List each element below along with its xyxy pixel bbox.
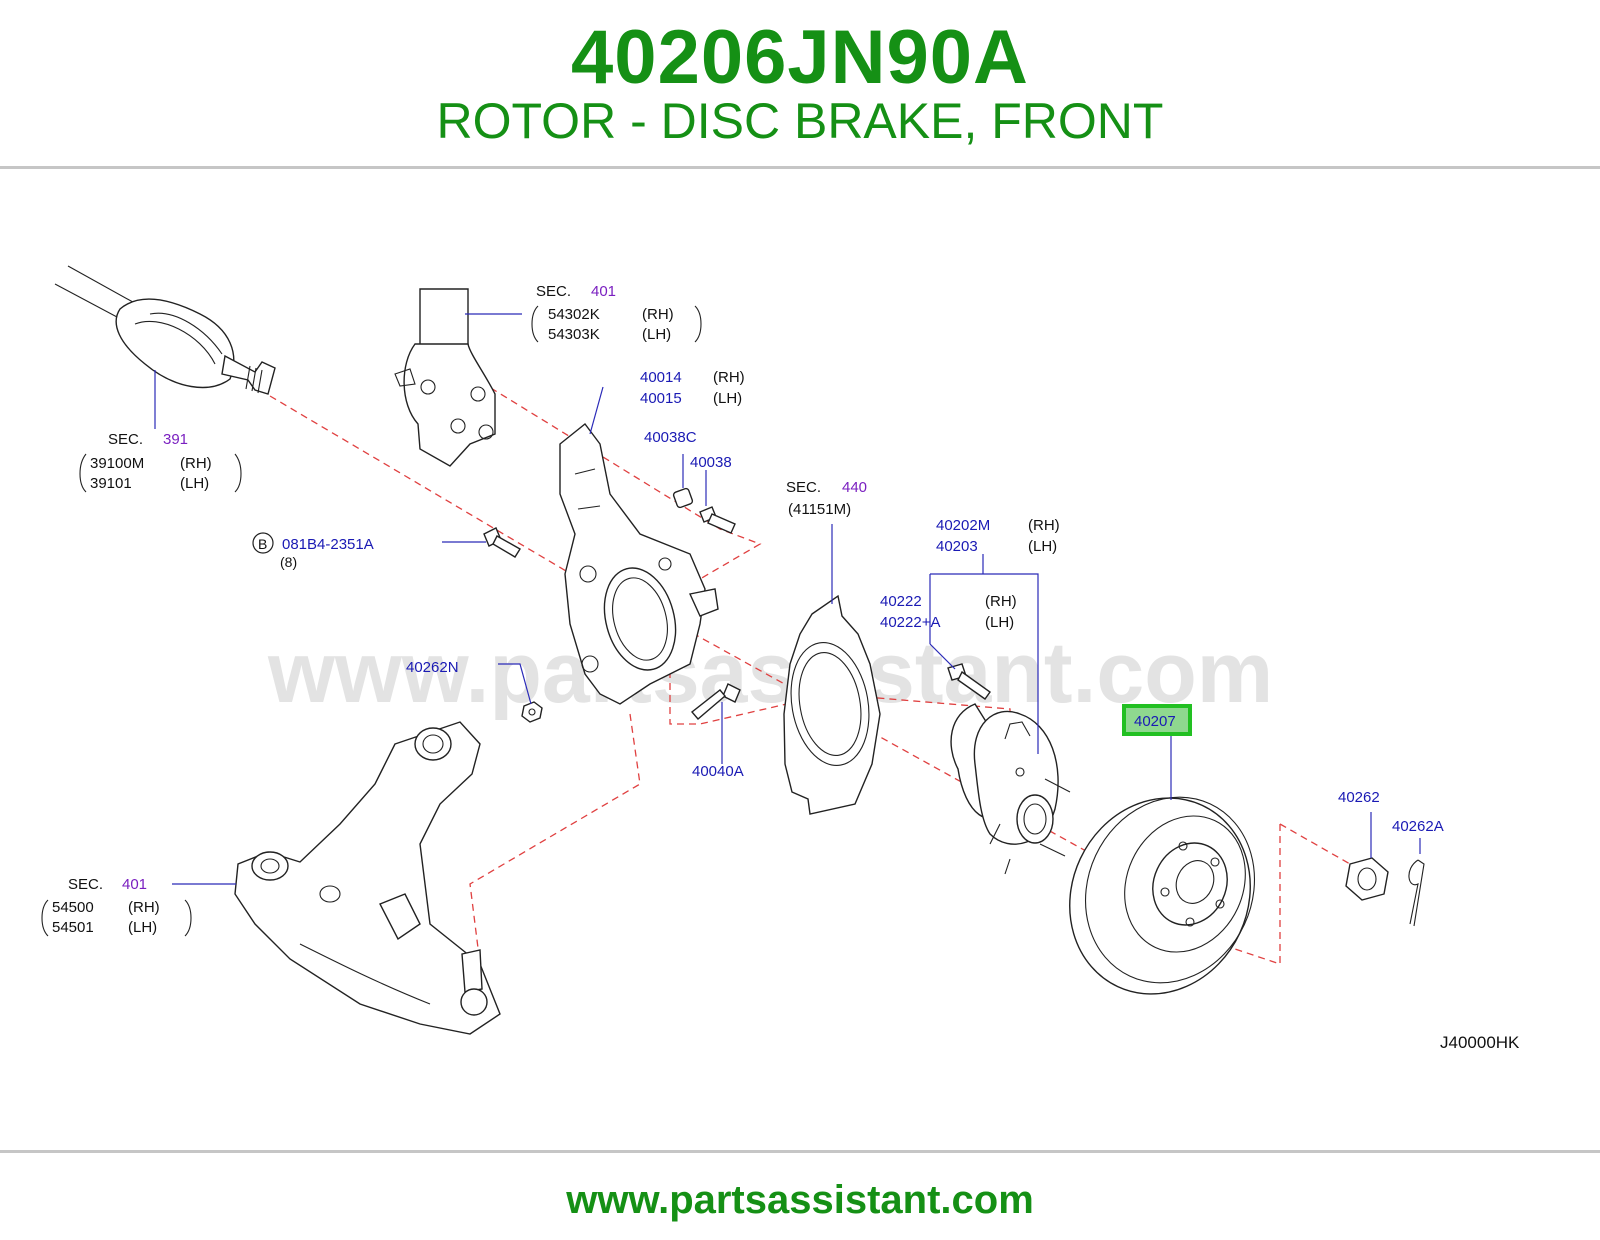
- back-plate: [783, 594, 881, 815]
- leader-lines: [154, 313, 1421, 885]
- header-divider: [0, 166, 1600, 169]
- svg-text:40014: 40014: [640, 369, 682, 386]
- svg-text:(RH): (RH): [985, 593, 1017, 610]
- svg-text:54303K: 54303K: [548, 326, 600, 343]
- svg-text:(LH): (LH): [128, 919, 157, 936]
- svg-text:(RH): (RH): [1028, 517, 1060, 534]
- svg-text:40203: 40203: [936, 538, 978, 555]
- label-small-bolt: 40038: [690, 454, 732, 471]
- svg-text:(8): (8): [280, 554, 297, 570]
- footer-link[interactable]: www.partsassistant.com: [566, 1178, 1034, 1222]
- parts-diagram: www.partsassistant.com: [41, 265, 1520, 1052]
- svg-text:(LH): (LH): [642, 326, 671, 343]
- svg-text:(RH): (RH): [713, 369, 745, 386]
- bolt-a-part: [690, 683, 741, 720]
- bolt-b-part: [483, 527, 521, 558]
- label-bolt-a: 40040A: [692, 763, 744, 780]
- svg-text:(RH): (RH): [180, 455, 212, 472]
- part-description: ROTOR - DISC BRAKE, FRONT: [436, 93, 1164, 149]
- footer-divider: [0, 1150, 1600, 1153]
- steering-knuckle: [559, 423, 719, 705]
- brake-rotor: [1069, 796, 1256, 995]
- label-control-arm: SEC. 401 54500 (RH) 54501 (LH): [41, 876, 192, 937]
- watermark: www.partsassistant.com: [267, 625, 1273, 721]
- bushing-part: [672, 487, 694, 509]
- diagram-code: J40000HK: [1440, 1033, 1520, 1052]
- svg-text:40222: 40222: [880, 593, 922, 610]
- svg-text:SEC.: SEC.: [536, 283, 571, 300]
- svg-text:40015: 40015: [640, 390, 682, 407]
- svg-text:401: 401: [591, 283, 616, 300]
- svg-text:39100M: 39100M: [90, 455, 144, 472]
- svg-text:081B4-2351A: 081B4-2351A: [282, 536, 374, 553]
- svg-text:(41151M): (41151M): [788, 501, 851, 518]
- label-strut: SEC. 401 54302K (RH) 54303K (LH): [531, 283, 702, 343]
- label-hub: 40202M (RH) 40203 (LH): [936, 517, 1060, 555]
- hub-assembly: [950, 703, 1071, 875]
- label-lock-nut: 40262: [1338, 789, 1380, 806]
- svg-text:(LH): (LH): [713, 390, 742, 407]
- svg-text:SEC.: SEC.: [68, 876, 103, 893]
- cotter-pin-part: [1408, 859, 1425, 927]
- label-driveshaft: SEC. 391 39100M (RH) 39101 (LH): [79, 431, 242, 493]
- svg-text:B: B: [258, 536, 267, 552]
- label-hub-bolt: 40222 (RH) 40222+A (LH): [880, 593, 1017, 631]
- svg-text:40202M: 40202M: [936, 517, 990, 534]
- label-cotter-pin: 40262A: [1392, 818, 1444, 835]
- label-bolt-b: B 081B4-2351A (8): [252, 532, 374, 570]
- label-back-plate: SEC. 440 (41151M): [786, 479, 867, 518]
- svg-text:(LH): (LH): [985, 614, 1014, 631]
- label-nut-n: 40262N: [406, 659, 459, 676]
- svg-text:SEC.: SEC.: [786, 479, 821, 496]
- svg-text:54500: 54500: [52, 899, 94, 916]
- svg-text:40222+A: 40222+A: [880, 614, 940, 631]
- svg-text:401: 401: [122, 876, 147, 893]
- small-bolt-part: [699, 506, 736, 534]
- hub-bolt-part: [947, 663, 991, 700]
- svg-text:SEC.: SEC.: [108, 431, 143, 448]
- svg-text:54302K: 54302K: [548, 306, 600, 323]
- lower-control-arm: [234, 721, 501, 1035]
- svg-text:440: 440: [842, 479, 867, 496]
- svg-text:391: 391: [163, 431, 188, 448]
- svg-text:54501: 54501: [52, 919, 94, 936]
- svg-text:(LH): (LH): [180, 475, 209, 492]
- label-bushing: 40038C: [644, 429, 697, 446]
- lock-nut-part: [1345, 857, 1389, 901]
- nut-n-part: [521, 701, 543, 723]
- svg-text:39101: 39101: [90, 475, 132, 492]
- svg-text:(RH): (RH): [642, 306, 674, 323]
- svg-text:(RH): (RH): [128, 899, 160, 916]
- label-knuckle: 40014 (RH) 40015 (LH): [640, 369, 745, 407]
- page-title: 40206JN90A: [571, 15, 1029, 100]
- strut-bracket: [394, 288, 496, 467]
- drive-shaft: [54, 265, 276, 395]
- svg-text:(LH): (LH): [1028, 538, 1057, 555]
- label-rotor-highlight: 40207: [1122, 704, 1192, 736]
- label-rotor: 40207: [1134, 713, 1176, 730]
